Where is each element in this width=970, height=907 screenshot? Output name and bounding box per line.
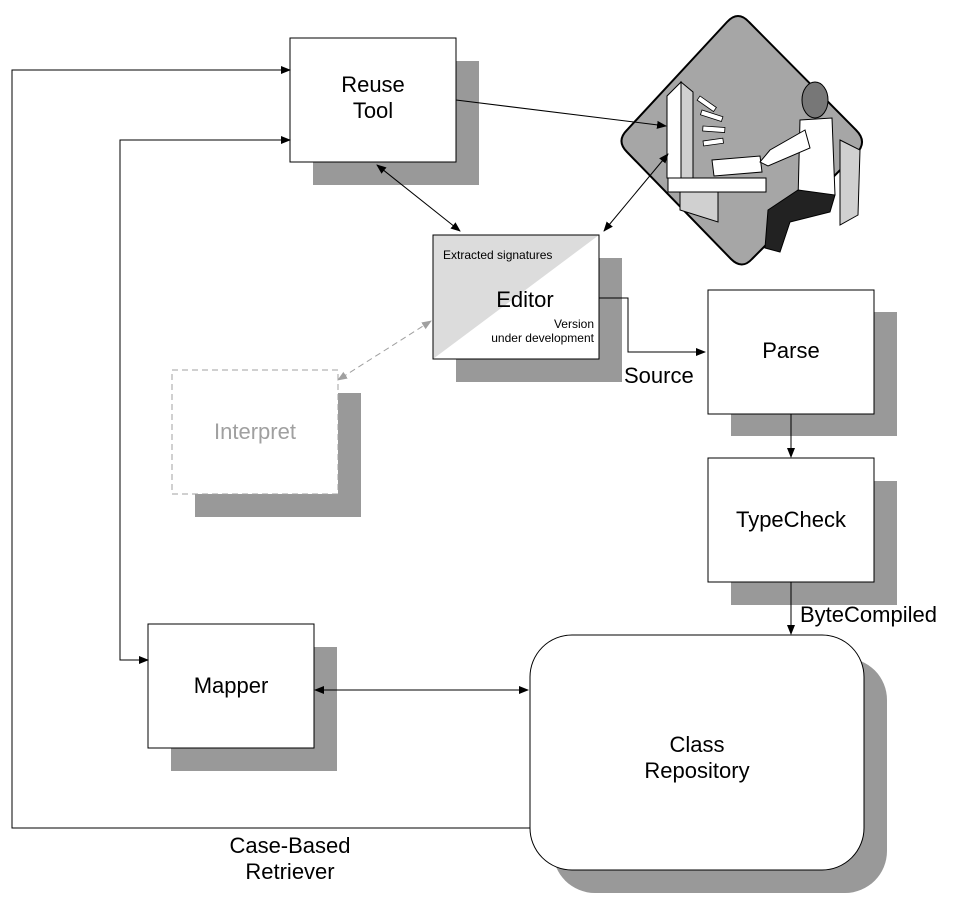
source-label: Source — [624, 363, 694, 388]
edge-editor-interpret — [337, 320, 432, 381]
editor-box[interactable] — [432, 234, 600, 360]
user-at-computer-icon — [620, 15, 863, 266]
interpret-label: Interpret — [214, 419, 296, 444]
editor-corner-label: Extracted signatures — [443, 248, 553, 262]
mapper-label: Mapper — [193, 673, 269, 698]
reuse-tool-box[interactable] — [289, 37, 457, 163]
class-repository-box[interactable] — [529, 634, 865, 871]
edge-reuse-mapper — [119, 136, 291, 664]
edge-editor-user — [603, 153, 669, 232]
reuse-tool-label: Reuse Tool — [341, 72, 405, 124]
editor-note: Version under development — [491, 317, 594, 346]
parse-label: Parse — [762, 338, 820, 363]
edge-reuse-editor — [376, 164, 461, 232]
typecheck-label: TypeCheck — [735, 507, 847, 532]
typecheck-box[interactable] — [707, 457, 875, 583]
edge-reuse-to-user — [455, 99, 667, 129]
case-based-retriever-label: Case-Based Retriever — [229, 833, 351, 885]
editor-label: Editor — [496, 287, 554, 312]
bytecompiled-label: ByteCompiled — [800, 602, 937, 627]
edge-editor-parse — [599, 297, 706, 356]
parse-box[interactable] — [707, 289, 875, 415]
class-repository-label: Class Repository — [644, 732, 750, 784]
edge-case-based-retriever — [11, 66, 530, 829]
